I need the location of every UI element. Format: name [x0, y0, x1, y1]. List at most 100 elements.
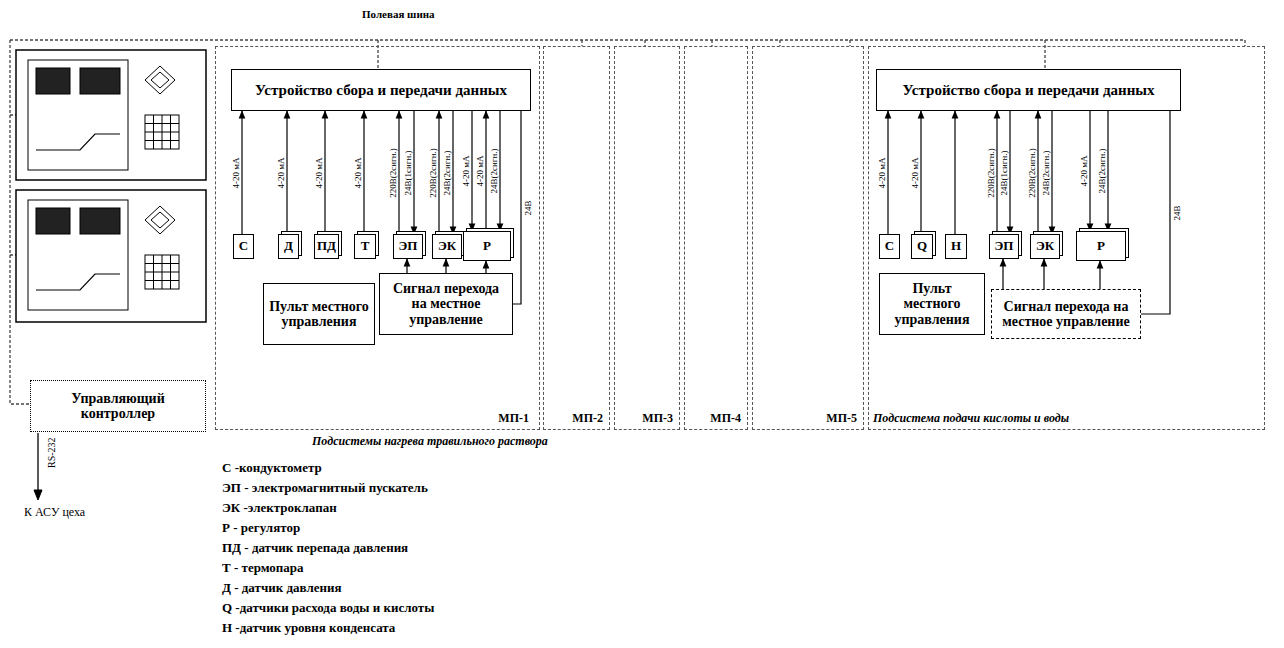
signal-label: 4-20 мА: [231, 156, 241, 189]
region-label: МП-1: [498, 412, 529, 425]
box-label: С: [885, 239, 894, 253]
fieldbus-drops: [378, 40, 1245, 68]
legend-entry: Д - датчик давления: [222, 578, 434, 598]
signal-label: 24В(2сигн.): [442, 149, 452, 196]
bus-label: Полевая шина: [362, 8, 435, 20]
signal-line: [1089, 111, 1090, 231]
signal-label: 24В(2сигн.): [489, 147, 499, 194]
box-label: ЭП: [399, 239, 418, 253]
signal-label: 24В(1сигн.): [403, 149, 413, 196]
box-label: ПД: [317, 239, 336, 253]
signal-line: [286, 111, 287, 234]
legend-entry: ЭП - электромагнитный пускатель: [222, 478, 434, 498]
signal-line: [1009, 111, 1010, 234]
legend-entry: Q -датчики расхода воды и кислоты: [222, 598, 434, 618]
signal-line: [324, 111, 325, 234]
signal-label: 4-20 мА: [353, 156, 363, 189]
signal-label: 24В: [1172, 204, 1182, 221]
signal-line: [996, 111, 997, 234]
signal-label: 4-20 мА: [1079, 155, 1089, 188]
rs232-arrow: [34, 433, 42, 500]
module-region: МП-2: [543, 46, 610, 430]
valve-box: ЭК: [432, 234, 462, 259]
region-label: МП-3: [642, 412, 673, 425]
sensor-box: Q: [911, 234, 933, 259]
legend-entry: Т - термопара: [222, 558, 434, 578]
box-label: ЭК: [438, 239, 456, 253]
signal-line: [499, 111, 500, 231]
signal-line: [1043, 259, 1044, 289]
module-region: МП-3: [614, 46, 680, 430]
box-label: Р: [483, 239, 491, 253]
legend-entry: ПД - датчик перепада давления: [222, 538, 434, 558]
legend-entry: Р - регулятор: [222, 518, 434, 538]
box-label: Сигнал перехода на местное управление: [996, 299, 1136, 330]
interface-label: RS-232: [46, 437, 57, 468]
legend-entry: Н -датчик уровня конденсата: [222, 618, 434, 638]
signal-label: 24В(2сигн.): [1097, 147, 1107, 194]
signal-label: 24В: [523, 199, 533, 216]
region-label: МП-4: [710, 412, 741, 425]
data-unit-box: Устройство сбора и передачи данных: [231, 69, 531, 111]
region-label: МП-5: [826, 412, 857, 425]
box-label: Управляющий контроллер: [35, 391, 201, 422]
sensor-box: ПД: [314, 234, 339, 259]
signal-line: [1002, 259, 1003, 289]
data-unit-box: Устройство сбора и передачи данных: [876, 69, 1181, 111]
signal-line: [485, 261, 486, 273]
signal-line: [1051, 111, 1052, 234]
box-label: Д: [284, 239, 293, 253]
regulator-box: Р: [463, 231, 511, 261]
box-label: ЭК: [1036, 239, 1054, 253]
signal-label: 220В(2сигн.): [428, 147, 438, 199]
module-region: МП-4: [684, 46, 748, 430]
signal-line: [452, 111, 453, 234]
fieldbus-drops: [10, 115, 16, 255]
signal-label: 4-20 мА: [877, 156, 887, 189]
signal-line: [406, 259, 407, 273]
box-label: ЭП: [995, 239, 1014, 253]
signal-label: 4-20 мА: [314, 156, 324, 189]
starter-box: ЭП: [393, 234, 423, 259]
signal-line: [241, 111, 242, 234]
sensor-box: С: [879, 234, 900, 259]
sensor-box: Д: [278, 234, 299, 259]
local-panel-box: Пульт местного управления: [879, 273, 985, 335]
valve-box: ЭК: [1030, 234, 1060, 259]
box-label: Устройство сбора и передачи данных: [902, 82, 1154, 99]
box-label: Н: [951, 239, 961, 253]
signal-line: [398, 111, 399, 234]
signal-line: [438, 111, 439, 234]
destination-label: К АСУ цеха: [24, 505, 86, 519]
signal-box: Сигнал перехода на местное управление: [991, 289, 1141, 339]
signal-label: 220В(2сигн.): [388, 147, 398, 199]
signal-label: 220В(2сигн.): [986, 147, 996, 199]
signal-line: [513, 111, 521, 304]
group-caption: Подсистемы нагрева травильного раствора: [312, 434, 548, 449]
signal-line: [413, 111, 414, 234]
signal-line: [445, 259, 446, 273]
box-label: Т: [361, 239, 370, 253]
operator-monitor: [16, 50, 206, 180]
starter-box: ЭП: [989, 234, 1019, 259]
signal-label: 4-20 мА: [276, 156, 286, 189]
box-label: Q: [917, 239, 927, 253]
legend: С -кондуктометрЭП - электромагнитный пус…: [222, 458, 434, 638]
signal-line: [920, 111, 921, 234]
sensor-box: Н: [945, 234, 967, 259]
signal-label: 24В(2сигн.): [1041, 149, 1051, 196]
sensor-box: Т: [354, 234, 376, 259]
module-region: МП-1Устройство сбора и передачи данныхСД…: [215, 46, 540, 430]
regulator-box: Р: [1076, 231, 1126, 261]
region-label: МП-2: [572, 412, 603, 425]
signal-label: 4-20 мА: [475, 155, 485, 188]
signal-line: [1107, 111, 1108, 231]
module-region: МП-5: [752, 46, 864, 430]
signal-label: 24В(1сигн.): [999, 149, 1009, 196]
signal-label: 4-20 мА: [461, 155, 471, 188]
operator-monitor: [16, 190, 206, 322]
subsystem-region: Подсистема подачи кислоты и водыУстройст…: [868, 46, 1265, 430]
signal-label: 4-20 мА: [910, 156, 920, 189]
legend-entry: С -кондуктометр: [222, 458, 434, 478]
signal-line: [1037, 111, 1038, 234]
